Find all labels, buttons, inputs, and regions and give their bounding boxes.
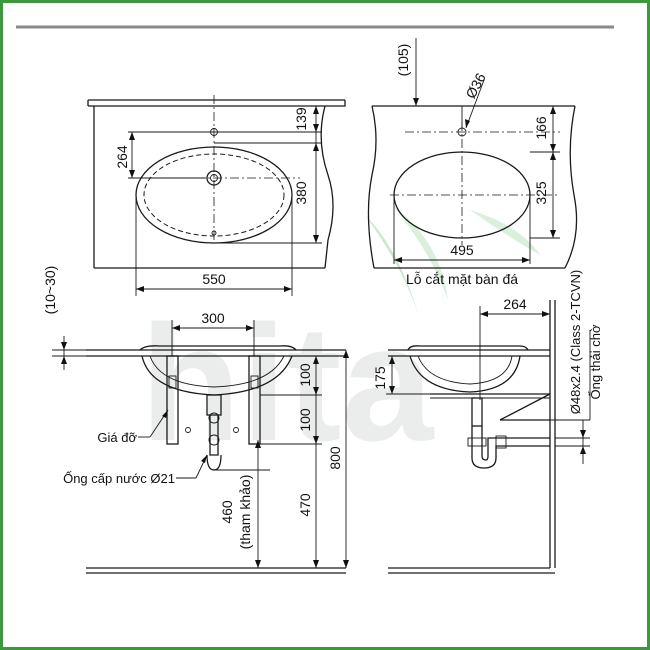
dim-100-a: 100	[297, 363, 313, 387]
basin-outline-plan	[135, 146, 293, 244]
dim-264-plan: 264	[114, 145, 130, 169]
dim-460-note: (tham khảo)	[237, 475, 253, 550]
side-elevation: 264 175 Ø48x2.4 (Class 2-TCVN) Ống thải …	[372, 270, 603, 574]
label-drain-spec: Ø48x2.4 (Class 2-TCVN)	[568, 270, 583, 414]
label-bracket: Giá đỡ	[97, 430, 137, 445]
dim-380-plan: 380	[293, 181, 309, 205]
dim-105-cutout: (105)	[395, 44, 411, 77]
drain-tail-side	[471, 397, 483, 427]
dim-139-plan: 139	[293, 107, 309, 131]
dim-550-plan: 550	[202, 271, 226, 287]
dim-175-side: 175	[372, 366, 388, 390]
dim-300-front: 300	[201, 310, 225, 326]
front-elevation: (10~30) 300 100 100 470 800 460 (tham kh…	[42, 266, 349, 574]
bracket-left	[166, 355, 179, 445]
cutout-view: (105) Ø36 166 325 495 Lỗ cắt mặt bàn đá	[367, 38, 578, 287]
dim-264-side: 264	[503, 296, 527, 312]
dim-460-front: 460	[219, 500, 235, 524]
dim-470-front: 470	[297, 493, 313, 517]
dim-800-front: 800	[327, 446, 343, 470]
dim-325-cutout: 325	[533, 181, 549, 205]
dim-495-cutout: 495	[450, 242, 474, 258]
dim-166-cutout: 166	[533, 116, 549, 140]
label-drain-pipe: Ống thải chờ	[588, 324, 603, 399]
drain-fitting-front	[206, 394, 222, 416]
dim-counter-thickness: (10~30)	[42, 266, 58, 315]
cutout-caption: Lỗ cắt mặt bàn đá	[406, 271, 518, 287]
label-supply-pipe: Ống cấp nước Ø21	[63, 471, 175, 486]
dim-hole-diameter: Ø36	[462, 70, 489, 101]
plan-view: 264 139 380 550	[87, 95, 346, 296]
bracket-right	[248, 355, 261, 445]
dim-100-b: 100	[297, 408, 313, 432]
